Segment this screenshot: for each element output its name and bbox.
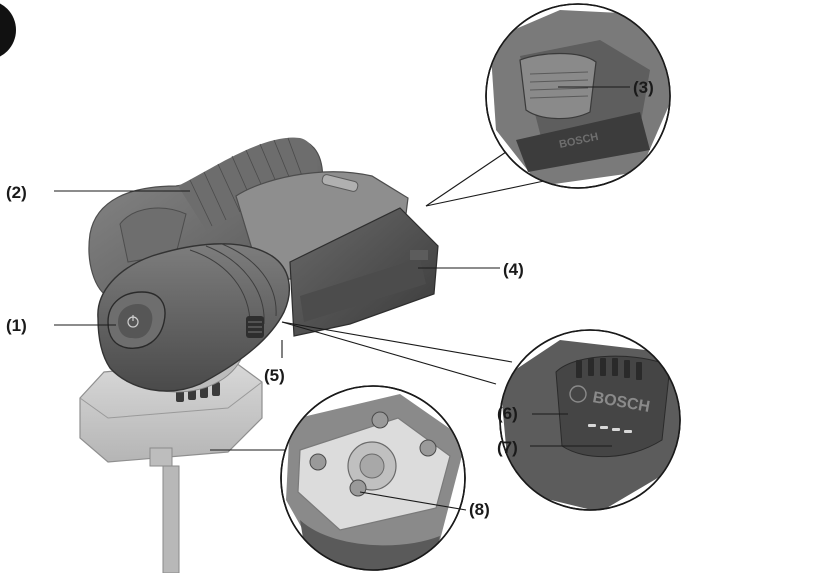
sander-tool bbox=[79, 137, 439, 467]
callout-labels: (2) (1) (3) (4) (5) (6) (7) (8) bbox=[6, 78, 654, 519]
callout-label-2: (2) bbox=[6, 183, 27, 202]
fixing-screw bbox=[349, 479, 367, 497]
handle-grip bbox=[97, 243, 291, 392]
detail-zoom-battery-release: BOSCH bbox=[425, 3, 671, 207]
callout-label-5: (5) bbox=[264, 366, 285, 385]
callout-label-8: (8) bbox=[469, 500, 490, 519]
callout-leaders bbox=[54, 86, 630, 511]
callout-label-3: (3) bbox=[633, 78, 654, 97]
support-post bbox=[162, 465, 180, 573]
detail-zoom-sanding-plate bbox=[210, 385, 466, 571]
charge-indicator-leds bbox=[588, 424, 632, 433]
callout-label-6: (6) bbox=[497, 404, 518, 423]
callout-label-4: (4) bbox=[503, 260, 524, 279]
detail-zoom-charge-indicator: BOSCH bbox=[281, 321, 681, 511]
figure-marker-circle bbox=[0, 3, 16, 57]
callout-label-1: (1) bbox=[6, 316, 27, 335]
callout-label-7: (7) bbox=[497, 438, 518, 457]
battery-release-button bbox=[519, 52, 597, 120]
